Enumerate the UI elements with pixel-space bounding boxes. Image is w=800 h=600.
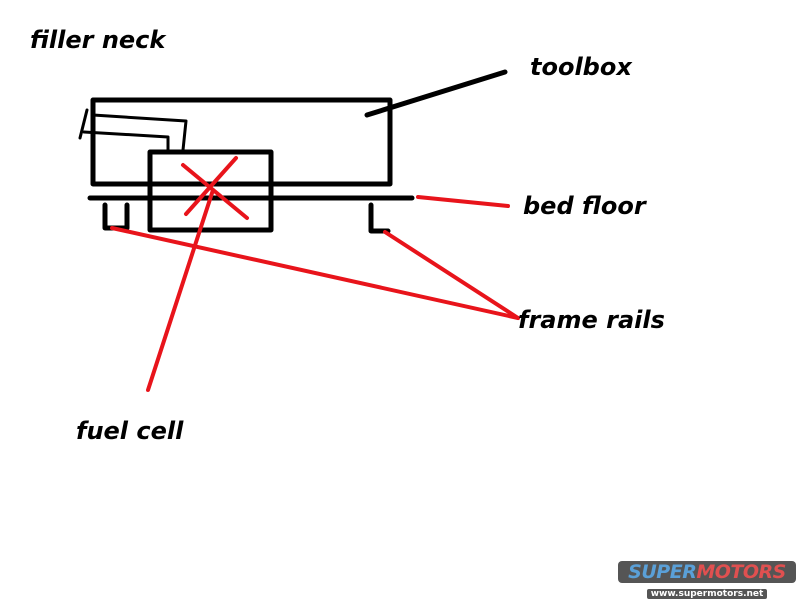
watermark-brand: SUPERMOTORS bbox=[618, 561, 796, 583]
right-frame-rail bbox=[368, 202, 391, 234]
watermark-super: SUPER bbox=[628, 561, 697, 583]
toolbox-outline bbox=[90, 97, 393, 187]
bed-floor-pointer bbox=[416, 195, 510, 208]
watermark-url: www.supermotors.net bbox=[646, 589, 768, 599]
cross-mark bbox=[181, 163, 249, 220]
label-bed-floor: bed floor bbox=[523, 192, 646, 220]
filler-neck-drawing bbox=[78, 108, 188, 154]
label-toolbox: toolbox bbox=[530, 53, 632, 81]
watermark-motors: MOTORS bbox=[696, 561, 786, 583]
fuel-cell-pointer bbox=[146, 188, 215, 392]
fuel-cell-outline bbox=[147, 149, 274, 233]
frame-rails-pointer-left bbox=[110, 226, 520, 320]
label-frame-rails: frame rails bbox=[518, 306, 665, 334]
supermotors-watermark: SUPERMOTORS www.supermotors.net bbox=[618, 561, 796, 599]
toolbox-pointer bbox=[364, 69, 508, 118]
label-fuel-cell: fuel cell bbox=[76, 417, 184, 445]
frame-rails-pointer-right bbox=[383, 230, 520, 320]
left-frame-rail bbox=[102, 202, 130, 231]
label-filler-neck: filler neck bbox=[30, 26, 166, 54]
